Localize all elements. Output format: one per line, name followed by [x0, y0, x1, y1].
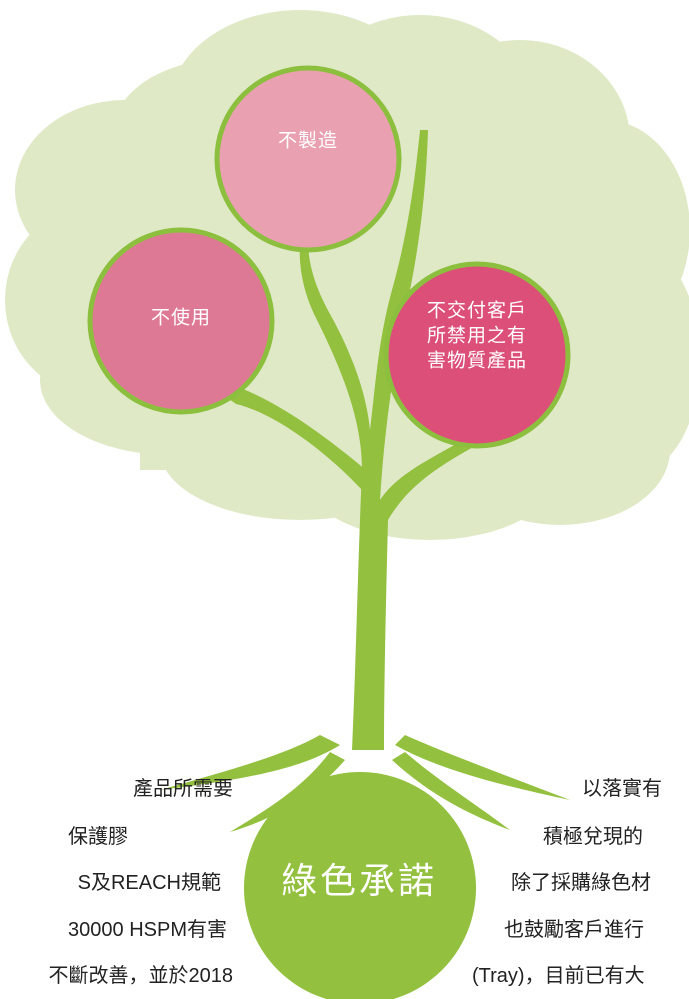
left-text-block: 產品所需要 保護膠 S及REACH規範 30000 HSPM有害 不斷改善，並於… — [0, 0, 234, 999]
circle-right-label-line-3: 害物質產品 — [426, 349, 528, 372]
left-text-line-3: S及REACH規範 — [77, 872, 221, 894]
circle-top-label: 不製造 — [278, 129, 338, 154]
right-text-line-4: 也鼓勵客戶進行 — [504, 919, 644, 941]
right-text-line-3: 除了採購綠色材 — [511, 872, 651, 894]
circle-top-label-line: 不製造 — [277, 129, 339, 152]
circle-right — [383, 261, 571, 449]
circle-right-label-line-1: 不交付客戶 — [426, 299, 528, 322]
right-text-line-1: 以落實有 — [582, 778, 662, 800]
tree-roots — [160, 735, 570, 832]
right-text-line-5: (Tray)，目前已有大 — [472, 965, 645, 987]
left-text-line-2: 保護膠 — [68, 826, 128, 848]
center-circle — [244, 772, 476, 999]
circle-left-label-line: 不使用 — [150, 306, 212, 329]
left-text-line-1: 產品所需要 — [133, 778, 233, 800]
left-text-line-4: 30000 HSPM有害 — [68, 919, 227, 941]
tree-trunk — [222, 130, 486, 750]
circle-top — [214, 65, 402, 253]
center-title: 綠色承諾 — [280, 861, 438, 902]
left-text-line-5: 不斷改善，並於2018 — [48, 965, 234, 987]
circle-left — [87, 227, 275, 415]
right-text-line-2: 積極兌現的 — [543, 826, 643, 848]
circle-right-label: 不交付客戶 所禁用之有 害物質產品 — [427, 299, 527, 374]
circle-right-label-line-2: 所禁用之有 — [426, 324, 528, 347]
circle-left-label: 不使用 — [151, 306, 211, 331]
